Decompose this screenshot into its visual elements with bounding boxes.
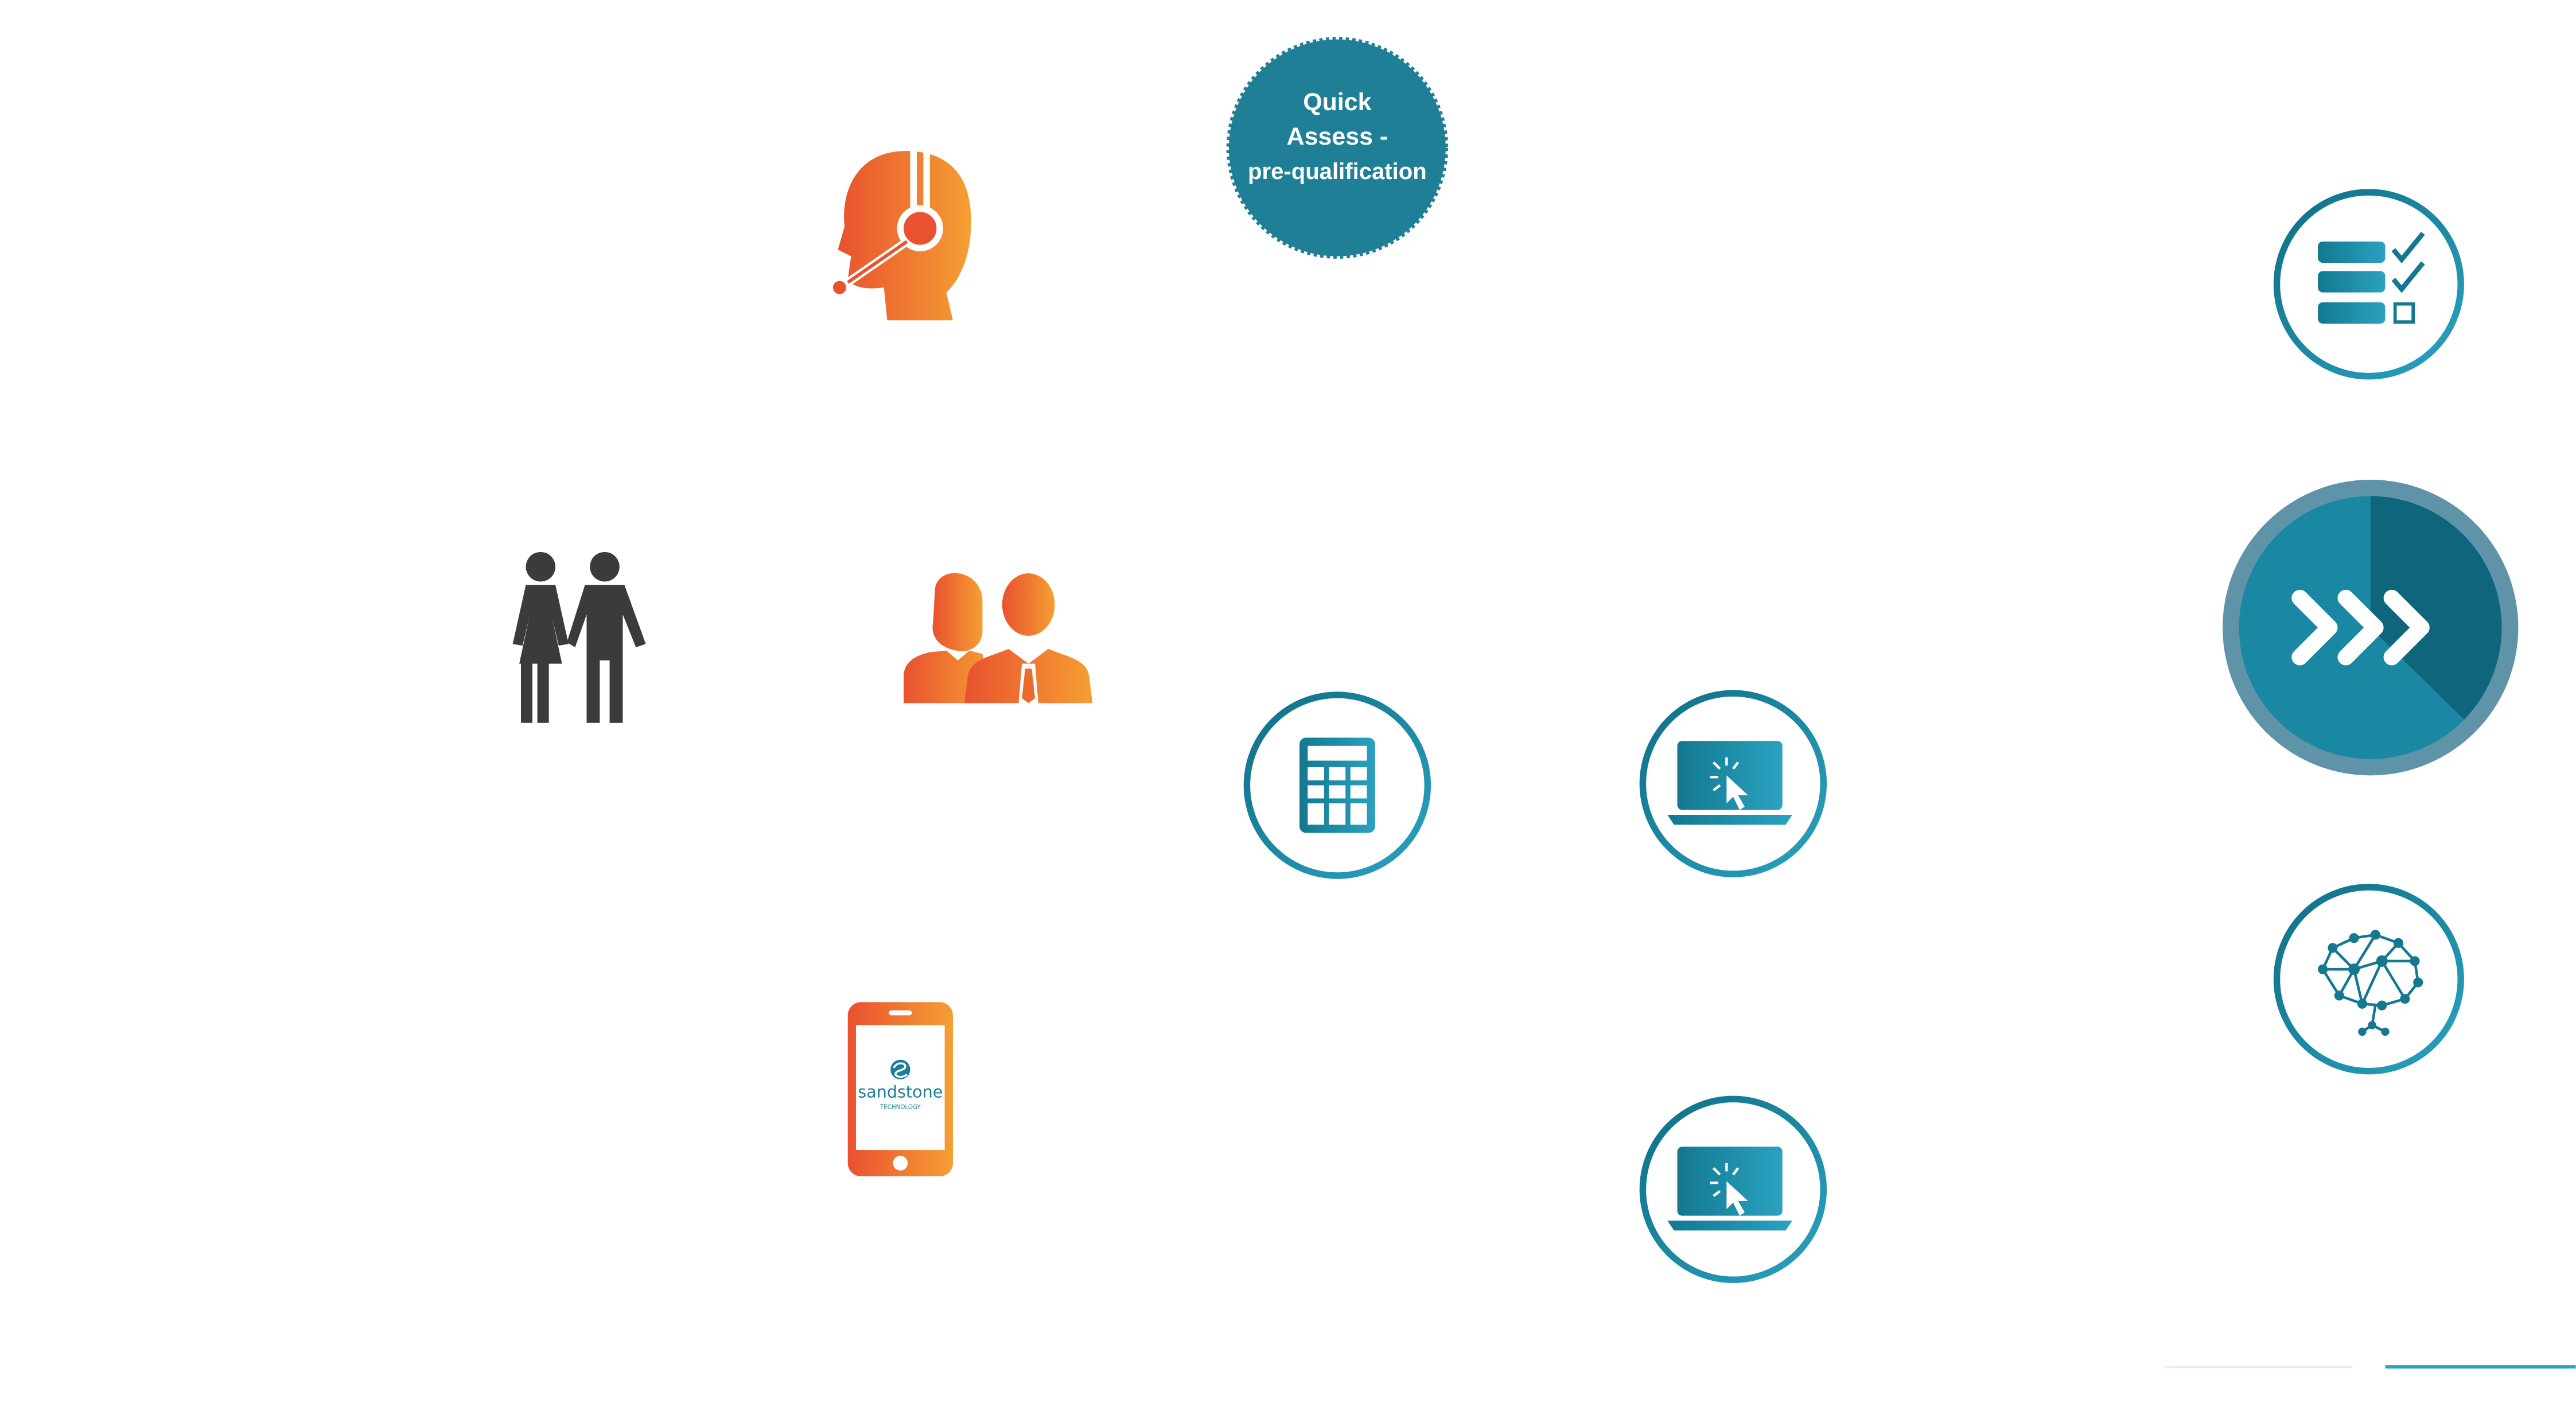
laptop-click-icon (1639, 690, 1827, 877)
bubble-line-3: pre-qualification (1248, 159, 1427, 184)
call-center-agent-icon (830, 151, 971, 321)
couple-icon (512, 551, 646, 723)
mobile-app-icon: sandstone TECHNOLOGY (847, 1002, 953, 1176)
laptop-click-icon (1639, 1095, 1827, 1284)
logo-name: sandstone (858, 1082, 943, 1101)
calculator-icon (1243, 691, 1431, 879)
sandstone-logo: sandstone TECHNOLOGY (858, 1059, 943, 1111)
checklist-icon (2273, 189, 2464, 380)
bubble-line-1: Quick (1303, 88, 1371, 116)
ai-brain-icon (2273, 884, 2464, 1075)
fast-forward-icon (2223, 479, 2519, 776)
logo-tagline: TECHNOLOGY (880, 1104, 921, 1111)
quick-assess-bubble: Quick Assess - pre-qualification (1226, 37, 1449, 259)
bubble-line-2: Assess - (1287, 123, 1388, 150)
advisors-icon (904, 573, 1093, 704)
